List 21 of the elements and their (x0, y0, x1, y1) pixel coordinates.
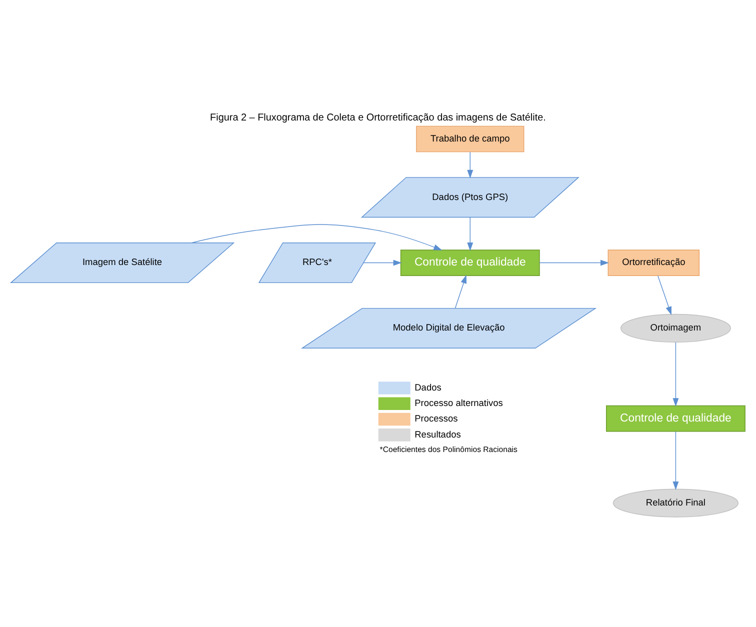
arrow (467, 152, 474, 178)
arrow (454, 274, 466, 309)
arrow (658, 275, 672, 316)
node-box: Controle de qualidade (400, 250, 540, 276)
node-ellipse: Relatório Final (612, 488, 739, 518)
node-ellipse: Ortoimagem (620, 314, 731, 343)
arrow (191, 224, 442, 250)
diagram-title: Figura 2 – Fluxograma de Coleta e Ortorretificação das imagens de Satélite. (210, 112, 546, 124)
arrow (539, 260, 610, 266)
label: *Coeficientes dos Polinômios Racionais (380, 444, 518, 454)
legend-label: Processo alternativos (414, 398, 503, 408)
arrow (672, 431, 679, 490)
node-box: Trabalho de campo (416, 126, 524, 152)
node-box: Controle de qualidade (606, 405, 746, 432)
legend-label: Dados (414, 382, 442, 392)
arrow (363, 260, 402, 266)
legend-label: Processos (414, 414, 458, 424)
arrow (672, 342, 679, 407)
arrow (467, 216, 474, 251)
node-box: Ortorretificação (608, 250, 700, 276)
legend-label: Resultados (414, 429, 461, 440)
